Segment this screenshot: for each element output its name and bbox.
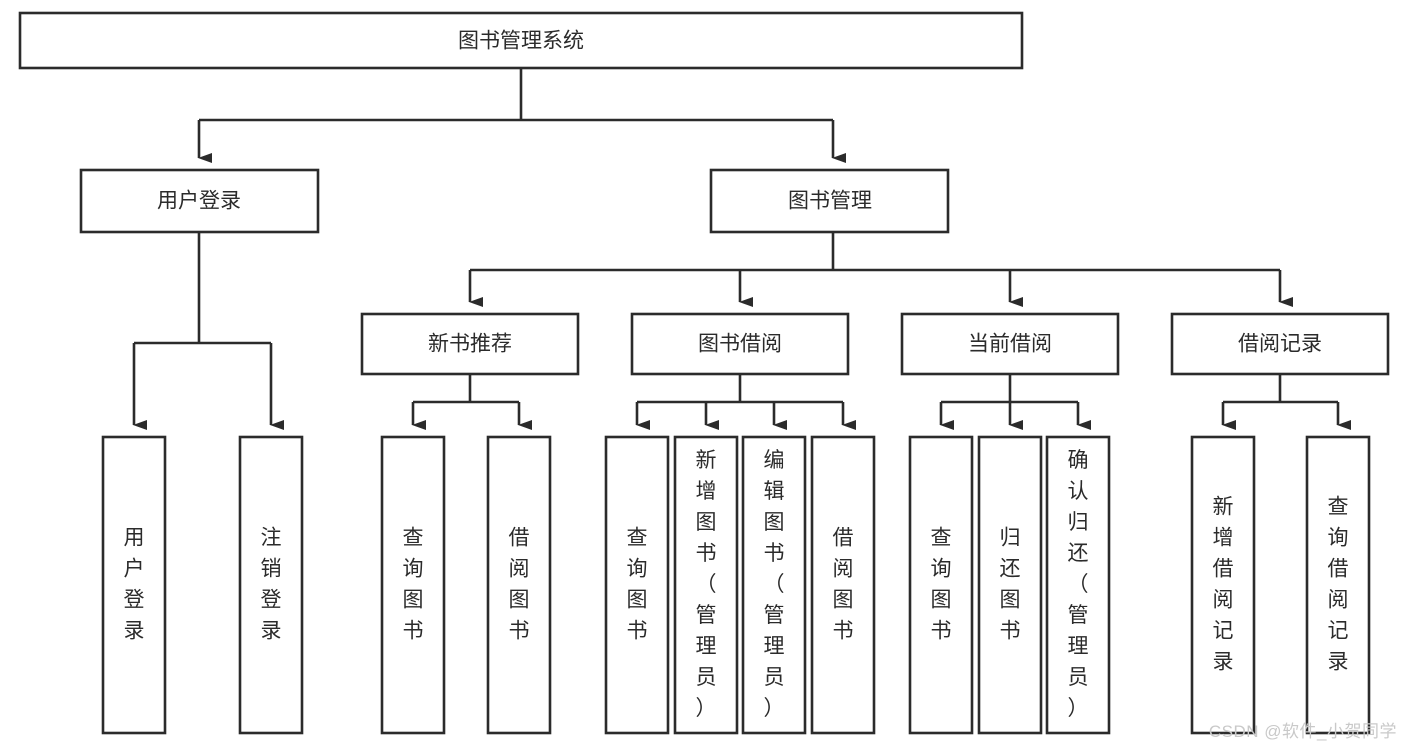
node-book-manage[interactable]: 图书管理 [709, 168, 950, 234]
node-user-login-label: 用户登录 [157, 190, 241, 213]
node-leaf-current-borrow-2[interactable]: 归还图书 [977, 435, 1043, 735]
node-leaf-book-borrow-4-label: 借阅图书 [833, 526, 854, 642]
node-book-manage-label: 图书管理 [788, 190, 872, 213]
node-leaf-book-borrow-1[interactable]: 查询图书 [604, 435, 670, 735]
node-leaf-current-borrow-3-label: 确认归还（管理员） [1068, 449, 1089, 720]
node-leaf-borrow-record-2-box[interactable] [1305, 435, 1371, 735]
node-book-manage-box[interactable] [709, 168, 950, 234]
node-leaf-borrow-record-2[interactable]: 查询借阅记录 [1305, 435, 1371, 735]
node-leaf-book-borrow-4-box[interactable] [810, 435, 876, 735]
node-book-borrow[interactable]: 图书借阅 [630, 312, 850, 376]
node-leaf-book-borrow-2-box[interactable] [673, 435, 739, 735]
node-book-borrow-box[interactable] [630, 312, 850, 376]
node-current-borrow[interactable]: 当前借阅 [900, 312, 1120, 376]
node-leaf-book-borrow-1-label: 查询图书 [627, 526, 648, 642]
node-leaf-new-book-1-box[interactable] [380, 435, 446, 735]
node-leaf-current-borrow-3-box[interactable] [1045, 435, 1111, 735]
node-borrow-record-box[interactable] [1170, 312, 1390, 376]
watermark-text: CSDN @软件_小贺同学 [1208, 722, 1397, 741]
node-leaf-borrow-record-1-box[interactable] [1190, 435, 1256, 735]
node-leaf-user-login-1-label: 用户登录 [124, 526, 145, 642]
node-leaf-user-login-1[interactable]: 用户登录 [101, 435, 167, 735]
node-borrow-record[interactable]: 借阅记录 [1170, 312, 1390, 376]
node-leaf-current-borrow-1-box[interactable] [908, 435, 974, 735]
node-current-borrow-label: 当前借阅 [968, 333, 1052, 356]
node-new-book[interactable]: 新书推荐 [360, 312, 580, 376]
node-leaf-new-book-1-label: 查询图书 [403, 526, 424, 642]
node-leaf-book-borrow-1-box[interactable] [604, 435, 670, 735]
node-leaf-user-login-2-label: 注销登录 [261, 526, 282, 642]
node-leaf-borrow-record-1-label: 新增借阅记录 [1213, 495, 1234, 673]
node-user-login[interactable]: 用户登录 [79, 168, 320, 234]
node-leaf-current-borrow-1[interactable]: 查询图书 [908, 435, 974, 735]
node-leaf-new-book-1[interactable]: 查询图书 [380, 435, 446, 735]
node-leaf-book-borrow-2[interactable]: 新增图书（管理员） [673, 435, 739, 735]
node-current-borrow-box[interactable] [900, 312, 1120, 376]
node-leaf-book-borrow-3[interactable]: 编辑图书（管理员） [741, 435, 807, 735]
node-leaf-new-book-2[interactable]: 借阅图书 [486, 435, 552, 735]
node-borrow-record-label: 借阅记录 [1238, 333, 1322, 356]
node-leaf-user-login-1-box[interactable] [101, 435, 167, 735]
node-leaf-book-borrow-3-label: 编辑图书（管理员） [764, 449, 785, 720]
node-new-book-label: 新书推荐 [428, 333, 512, 356]
connector-layer [132, 68, 1351, 430]
node-leaf-user-login-2-box[interactable] [238, 435, 304, 735]
node-leaf-book-borrow-2-label: 新增图书（管理员） [696, 449, 717, 720]
node-root[interactable]: 图书管理系统 [18, 11, 1024, 70]
node-leaf-new-book-2-box[interactable] [486, 435, 552, 735]
node-leaf-current-borrow-2-label: 归还图书 [1000, 526, 1021, 642]
node-leaf-book-borrow-4[interactable]: 借阅图书 [810, 435, 876, 735]
node-leaf-new-book-2-label: 借阅图书 [509, 526, 530, 642]
node-new-book-box[interactable] [360, 312, 580, 376]
node-leaf-current-borrow-3[interactable]: 确认归还（管理员） [1045, 435, 1111, 735]
node-book-borrow-label: 图书借阅 [698, 333, 782, 356]
node-leaf-borrow-record-1[interactable]: 新增借阅记录 [1190, 435, 1256, 735]
node-leaf-current-borrow-1-label: 查询图书 [931, 526, 952, 642]
node-leaf-book-borrow-3-box[interactable] [741, 435, 807, 735]
node-root-label: 图书管理系统 [458, 30, 584, 53]
node-leaf-user-login-2[interactable]: 注销登录 [238, 435, 304, 735]
node-leaf-borrow-record-2-label: 查询借阅记录 [1328, 495, 1349, 673]
node-leaf-current-borrow-2-box[interactable] [977, 435, 1043, 735]
node-root-box[interactable] [18, 11, 1024, 70]
node-user-login-box[interactable] [79, 168, 320, 234]
